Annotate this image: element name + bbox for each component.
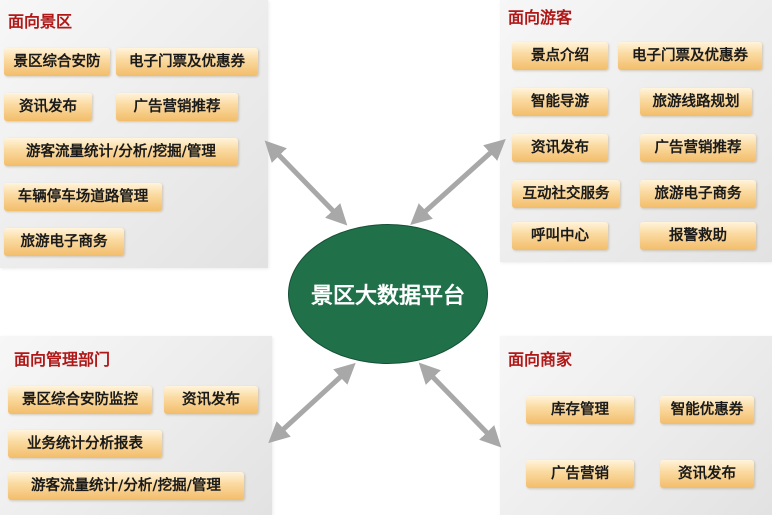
tag-tourist-eticket: 电子门票及优惠券 bbox=[618, 42, 762, 70]
tag-mgmt-news: 资讯发布 bbox=[164, 386, 258, 414]
tag-mgmt-monitoring: 景区综合安防监控 bbox=[8, 386, 152, 414]
tag-scenic-visitor-flow: 游客流量统计/分析/挖掘/管理 bbox=[4, 138, 238, 166]
tag-scenic-news: 资讯发布 bbox=[4, 93, 92, 121]
tag-merchant-ad: 广告营销 bbox=[526, 460, 634, 488]
tag-scenic-eticket: 电子门票及优惠券 bbox=[116, 48, 258, 76]
tag-tourist-news: 资讯发布 bbox=[512, 134, 608, 162]
panel-title-merchants: 面向商家 bbox=[508, 350, 573, 369]
arrow-scenic-area bbox=[264, 140, 348, 226]
tag-merchant-coupon: 智能优惠券 bbox=[660, 396, 754, 424]
panel-title-scenic-area: 面向景区 bbox=[8, 12, 73, 31]
center-platform: 景区大数据平台 bbox=[288, 224, 488, 364]
tag-merchant-news: 资讯发布 bbox=[660, 460, 754, 488]
panel-title-tourists: 面向游客 bbox=[508, 8, 573, 27]
arrow-merchants bbox=[418, 362, 502, 448]
tag-scenic-parking: 车辆停车场道路管理 bbox=[4, 183, 162, 211]
tag-mgmt-report: 业务统计分析报表 bbox=[8, 430, 162, 458]
tag-tourist-callcenter: 呼叫中心 bbox=[512, 222, 608, 250]
arrow-tourists bbox=[410, 138, 506, 226]
tag-tourist-ecommerce: 旅游电子商务 bbox=[640, 180, 756, 208]
tag-tourist-ad: 广告营销推荐 bbox=[640, 134, 756, 162]
panel-scenic-area bbox=[0, 0, 268, 268]
tag-scenic-ad: 广告营销推荐 bbox=[116, 93, 238, 121]
tag-tourist-emergency: 报警救助 bbox=[640, 222, 756, 250]
tag-tourist-social: 互动社交服务 bbox=[512, 180, 620, 208]
tag-tourist-attractions: 景点介绍 bbox=[512, 42, 608, 70]
panel-title-management: 面向管理部门 bbox=[14, 350, 111, 369]
tag-mgmt-visitor-flow: 游客流量统计/分析/挖掘/管理 bbox=[8, 472, 244, 500]
tag-scenic-ecommerce: 旅游电子商务 bbox=[4, 228, 124, 256]
tag-tourist-route: 旅游线路规划 bbox=[640, 88, 752, 116]
center-platform-label: 景区大数据平台 bbox=[310, 284, 465, 309]
arrow-management bbox=[268, 362, 356, 444]
tag-scenic-security: 景区综合安防 bbox=[4, 48, 110, 76]
tag-tourist-guide: 智能导游 bbox=[512, 88, 608, 116]
tag-merchant-inventory: 库存管理 bbox=[526, 396, 634, 424]
